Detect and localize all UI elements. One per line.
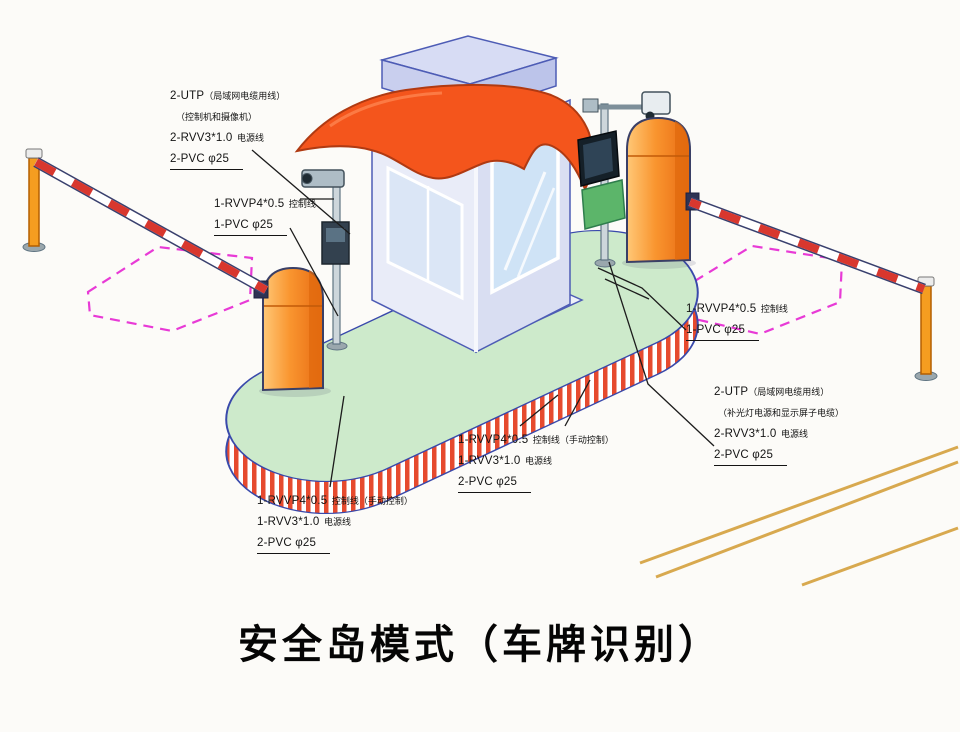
cabinet-side-left — [309, 270, 322, 388]
control-box-panel — [326, 228, 345, 242]
callout-text: 2-RVV3*1.0 — [170, 132, 233, 145]
support-cap-left — [25, 148, 43, 159]
arm-stripes-right — [688, 198, 926, 293]
glass-reflection-1 — [503, 171, 547, 271]
direction-sign — [581, 179, 626, 230]
callout-text: 2-PVC φ25 — [714, 449, 774, 462]
arm-support-pole-left — [22, 148, 46, 252]
callout-text: 2-PVC φ25 — [458, 476, 518, 489]
road-edge-lines — [639, 445, 959, 587]
callout-text-sub: 控制线 — [760, 304, 788, 314]
callout-text-sub: 电源线 — [780, 429, 808, 440]
callout-text: 2-PVC φ25 — [257, 537, 317, 550]
callout-text: 1-PVC φ25 — [686, 324, 746, 337]
callout-text: 1-RVVP4*0.5 — [214, 198, 285, 210]
callout-text-sub: 电源线 — [524, 456, 552, 467]
leader-center-low-b — [564, 379, 591, 427]
callout-text-sub: 电源线 — [323, 517, 351, 528]
callout-text-sub: （补光灯电源和显示屏子电缆） — [718, 408, 845, 419]
callout-center-low: 1-RVVP4*0.5 控制线（手动控制） 1-RVV3*1.0 电源线 2-P… — [458, 428, 614, 494]
glass-reflection-2 — [516, 187, 556, 278]
callout-text-sub: 电源线 — [236, 133, 264, 144]
leader-right-low — [608, 261, 715, 447]
booth-window-left — [386, 165, 464, 301]
callout-text-sub: （局域网电缆用线） — [204, 91, 286, 101]
callout-text: 2-RVV3*1.0 — [714, 428, 777, 441]
cabinet-body-right — [626, 116, 691, 264]
callout-text: 1-RVV3*1.0 — [458, 455, 521, 468]
callout-left-low: 1-RVVP4*0.5 控制线（手动控制） 1-RVV3*1.0 电源线 2-P… — [257, 489, 413, 555]
leader-left-mid-b — [289, 227, 339, 317]
barrier-cabinet-right — [622, 116, 700, 269]
camera-pole-left — [301, 169, 350, 351]
road-line-1 — [639, 445, 959, 565]
callout-text-sub: 控制线（手动控制） — [532, 435, 614, 445]
lpr-camera-right — [641, 91, 671, 115]
callout-text: 1-RVVP4*0.5 — [458, 434, 529, 446]
callout-text: 1-RVVP4*0.5 — [257, 495, 328, 507]
road-line-2 — [655, 460, 959, 579]
callout-text: 1-RVVP4*0.5 — [686, 303, 757, 315]
callout-text-sub: （控制机和摄像机） — [176, 112, 258, 123]
barrier-arm-left — [33, 157, 269, 295]
leader-lines — [251, 149, 715, 488]
roof-highlight — [329, 91, 443, 128]
support-shaft-right — [920, 285, 932, 375]
callout-top-left: 2-UTP（局域网电缆用线） （控制机和摄像机） 2-RVV3*1.0 电源线 … — [170, 84, 286, 171]
pole-shaft-right — [600, 103, 609, 261]
callout-text-sub: 控制线（手动控制） — [331, 496, 413, 506]
leader-left-low — [329, 395, 345, 488]
barrier-arm-right — [688, 196, 926, 295]
callout-left-mid: 1-RVVP4*0.5 控制线 1-PVC φ25 — [214, 192, 316, 237]
callout-text: 2-PVC φ25 — [170, 153, 230, 166]
callout-right-mid: 1-RVVP4*0.5 控制线 1-PVC φ25 — [686, 297, 788, 342]
callout-text: 1-PVC φ25 — [214, 219, 274, 232]
booth-roof — [294, 83, 594, 192]
callout-text: 2-UTP — [170, 90, 205, 102]
camera-lens-left-icon — [301, 173, 313, 184]
diagram-title: 安全岛模式（车牌识别） — [238, 623, 722, 667]
callout-text-sub: （局域网电缆用线） — [748, 387, 830, 397]
toll-booth — [294, 35, 594, 354]
road-line-3 — [801, 526, 959, 587]
arm-stripes-left — [34, 158, 268, 294]
leader-top-left — [251, 149, 351, 235]
leader-center-low-a — [519, 394, 559, 427]
junction-box — [582, 98, 599, 113]
support-shaft-left — [28, 157, 40, 247]
camera-pole-right — [577, 91, 671, 268]
callout-text: 1-RVV3*1.0 — [257, 516, 320, 529]
parking-marking-left — [86, 245, 254, 333]
callout-text: 2-UTP — [714, 386, 749, 398]
callout-right-low: 2-UTP（局域网电缆用线） （补光灯电源和显示屏子电缆） 2-RVV3*1.0… — [714, 380, 845, 467]
conduit-mark — [604, 278, 650, 300]
callout-text-sub: 控制线 — [288, 199, 316, 209]
cabinet-side-right — [675, 121, 689, 260]
led-screen — [583, 138, 613, 179]
